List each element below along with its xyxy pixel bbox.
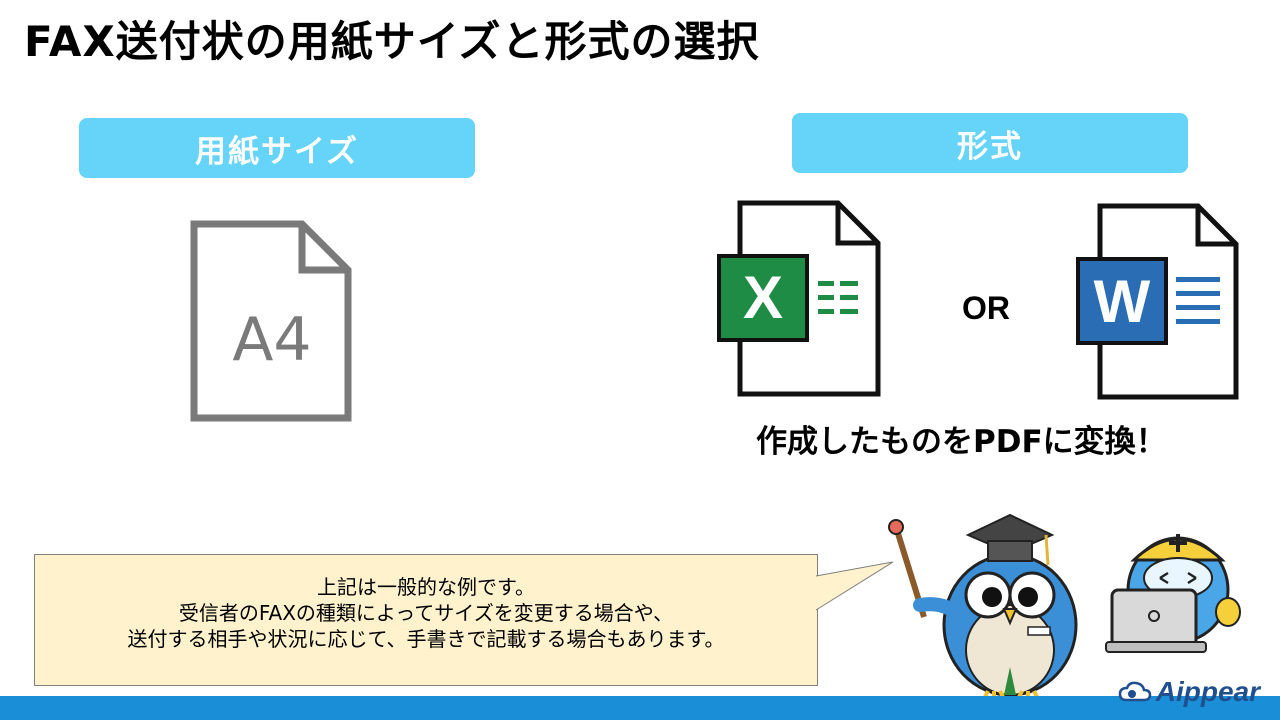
word-badge <box>1076 257 1168 345</box>
convert-to-pdf-text: 作成したものをPDFに変換！ <box>756 424 1167 460</box>
logo-text: Aippear <box>1155 676 1260 707</box>
a4-document-icon: A4 <box>190 220 352 422</box>
aippear-logo: Aippear <box>1118 676 1260 708</box>
page-title: FAX送付状の用紙サイズと形式の選択 <box>24 17 760 66</box>
excel-badge <box>717 254 809 342</box>
excel-letter: X <box>743 264 783 331</box>
or-text: OR <box>962 290 1010 326</box>
excel-file-icon: X <box>717 200 881 397</box>
paper-size-label-text: 用紙サイズ <box>194 133 360 170</box>
bottom-bar <box>0 696 1280 720</box>
note-line-3: 送付する相手や状況に応じて、手書きで記載する場合もあります。 <box>127 627 725 651</box>
note-box <box>34 554 818 686</box>
word-file-icon: W <box>1076 203 1239 400</box>
word-letter: W <box>1094 268 1151 335</box>
note-line-2: 受信者のFAXの種類によってサイズを変更する場合や、 <box>178 601 674 625</box>
teacher-owl-illustration <box>888 513 1078 704</box>
format-label: 形式 <box>792 113 1188 173</box>
paper-size-label: 用紙サイズ <box>79 118 475 178</box>
a4-text: A4 <box>232 305 311 375</box>
cloud-logo-icon <box>1118 681 1152 702</box>
laptop-owl-illustration <box>1105 534 1241 653</box>
note-text: 上記は一般的な例です。 受信者のFAXの種類によってサイズを変更する場合や、 送… <box>34 574 818 652</box>
format-label-text: 形式 <box>957 128 1023 165</box>
note-line-1: 上記は一般的な例です。 <box>317 575 535 599</box>
